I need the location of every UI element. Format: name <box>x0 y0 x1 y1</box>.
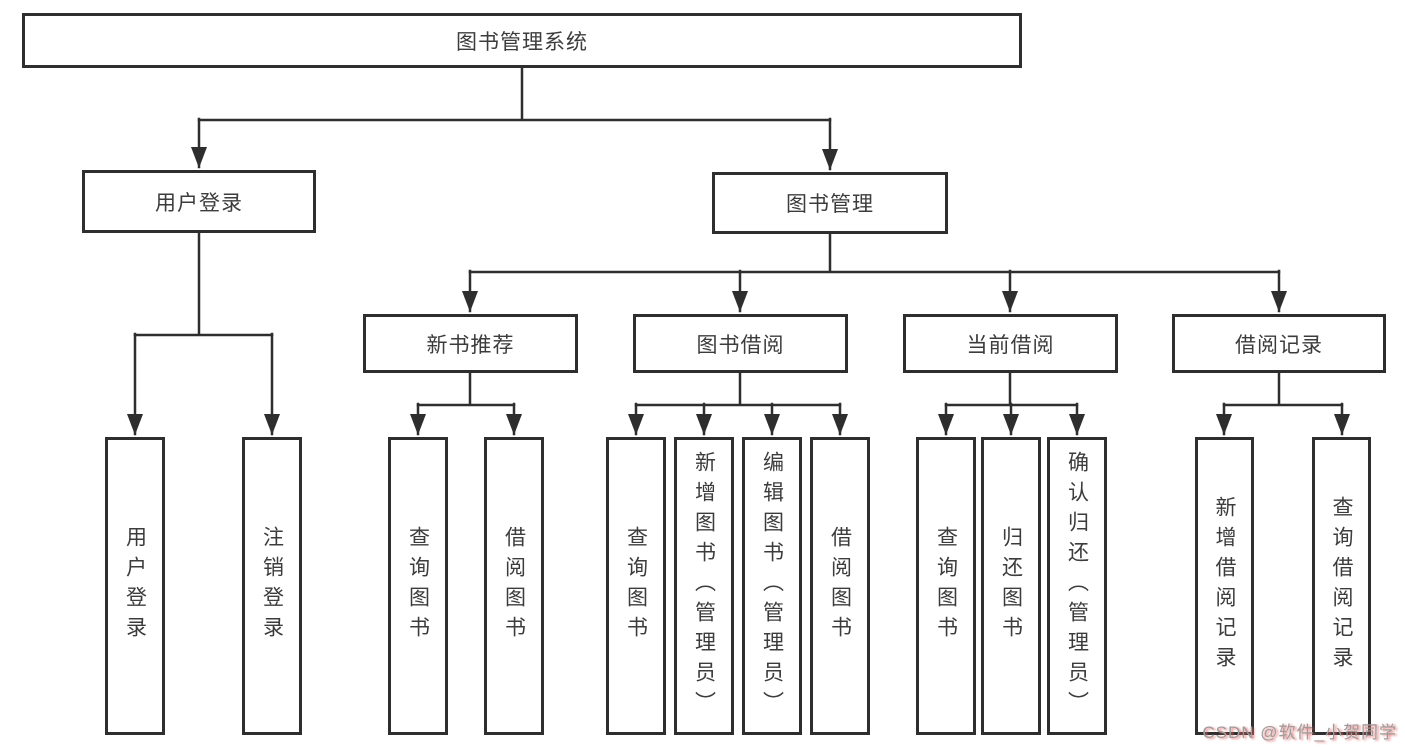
leaf-current-query-books: 查询图书 <box>916 437 976 735</box>
node-book-management: 图书管理 <box>712 172 948 234</box>
node-current-borrow: 当前借阅 <box>903 314 1118 373</box>
leaf-user-login: 用户登录 <box>105 437 165 735</box>
leaf-current-return-books: 归还图书 <box>981 437 1041 735</box>
leaf-logout: 注销登录 <box>242 437 302 735</box>
node-book-borrow: 图书借阅 <box>633 314 848 373</box>
node-borrow-records: 借阅记录 <box>1172 314 1386 373</box>
leaf-records-add-record: 新增借阅记录 <box>1195 437 1254 735</box>
node-user-login: 用户登录 <box>82 170 316 233</box>
node-root-system: 图书管理系统 <box>22 13 1022 68</box>
leaf-records-query-record: 查询借阅记录 <box>1312 437 1371 735</box>
leaf-newbook-borrow-books: 借阅图书 <box>484 437 544 735</box>
leaf-borrow-query-books: 查询图书 <box>606 437 666 735</box>
leaf-current-confirm-return-admin: 确认归还（管理员） <box>1047 437 1107 735</box>
leaf-borrow-add-books-admin: 新增图书（管理员） <box>674 437 734 735</box>
leaf-borrow-borrow-books: 借阅图书 <box>810 437 870 735</box>
leaf-borrow-edit-books-admin: 编辑图书（管理员） <box>742 437 802 735</box>
node-new-book-recommend: 新书推荐 <box>363 314 578 373</box>
leaf-newbook-query-books: 查询图书 <box>388 437 448 735</box>
csdn-watermark: CSDN @软件_小贺同学 <box>1202 723 1397 742</box>
